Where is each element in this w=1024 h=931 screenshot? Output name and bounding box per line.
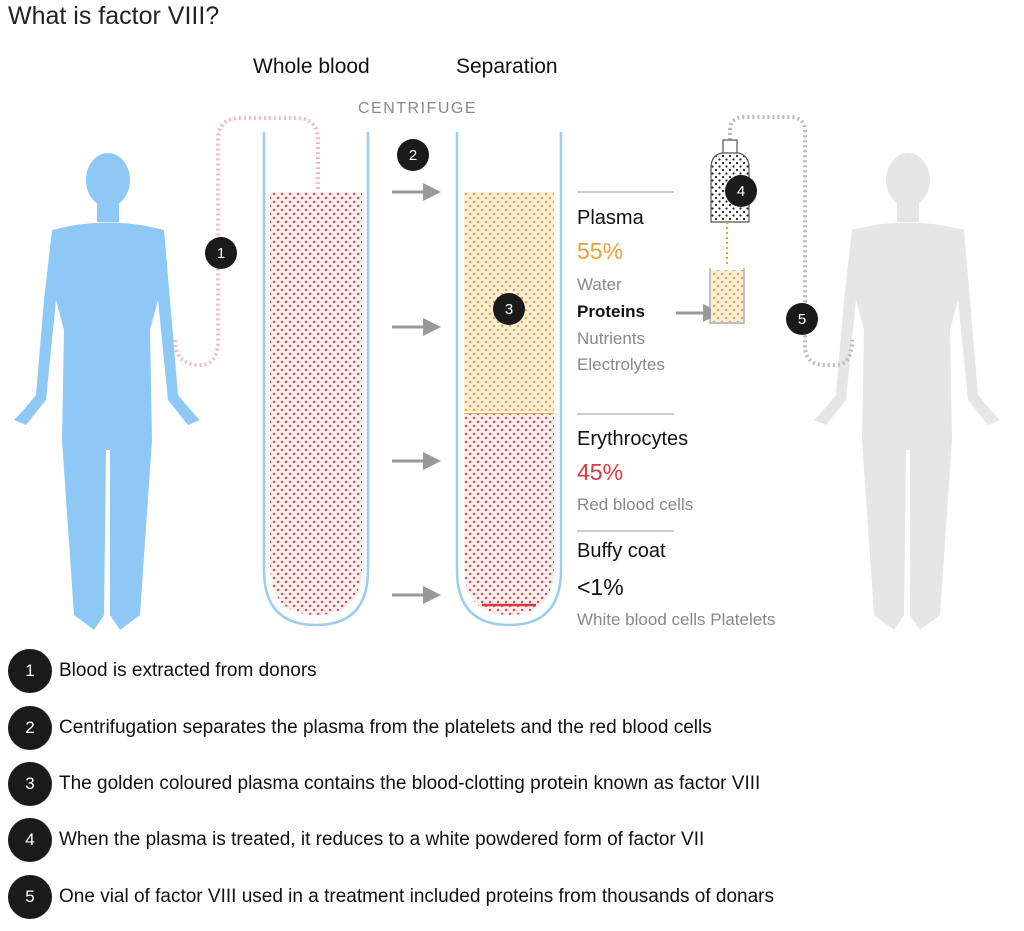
step-3: 3 The golden coloured plasma contains th…	[8, 762, 760, 806]
buffy-coat-percent: <1%	[577, 574, 624, 600]
badge-4: 4	[725, 175, 757, 207]
step-text: Blood is extracted from donors	[59, 660, 317, 681]
badge-5: 5	[786, 303, 818, 335]
step-text: One vial of factor VIII used in a treatm…	[59, 886, 775, 907]
svg-text:3: 3	[505, 301, 513, 318]
page-title: What is factor VIII?	[8, 2, 220, 30]
erythrocytes-percent: 45%	[577, 459, 624, 485]
erythrocytes-name: Erythrocytes	[577, 428, 689, 450]
badge-1: 1	[205, 237, 237, 269]
plasma-content-water: Water	[577, 275, 622, 294]
donor-extraction-tube	[173, 116, 320, 368]
buffy-coat-name: Buffy coat	[577, 540, 666, 562]
centrifuge-arrows	[392, 183, 441, 604]
step-number: 5	[8, 875, 52, 919]
erythrocytes-description: Red blood cells	[577, 495, 694, 514]
step-text: The golden coloured plasma contains the …	[59, 773, 761, 794]
separation-tube	[455, 132, 563, 627]
whole-blood-heading: Whole blood	[253, 55, 370, 78]
step-5: 5 One vial of factor VIII used in a trea…	[8, 875, 774, 919]
svg-text:1: 1	[217, 245, 225, 262]
plasma-percent: 55%	[577, 238, 624, 264]
whole-blood-tube	[262, 132, 370, 627]
step-2: 2 Centrifugation separates the plasma fr…	[8, 706, 712, 750]
plasma-content-electrolytes: Electrolytes	[577, 355, 665, 374]
plasma-content-proteins: Proteins	[577, 302, 646, 321]
diagram: 1 2 3 4 5	[14, 115, 1000, 630]
plasma-content-nutrients: Nutrients	[577, 329, 646, 348]
donor-silhouette	[14, 153, 200, 630]
step-number: 3	[8, 762, 52, 806]
centrifuge-label: CENTRIFUGE	[358, 100, 477, 117]
badge-2: 2	[397, 139, 429, 171]
plasma-vial	[709, 268, 745, 324]
buffy-coat-description: White blood cells Platelets	[577, 610, 776, 629]
step-text: When the plasma is treated, it reduces t…	[59, 829, 705, 850]
badge-3: 3	[493, 293, 525, 325]
step-number: 1	[8, 649, 52, 693]
label-dividers	[577, 191, 674, 532]
recipient-silhouette	[814, 153, 1000, 630]
plasma-name: Plasma	[577, 207, 644, 229]
svg-text:2: 2	[409, 147, 417, 164]
svg-text:5: 5	[798, 311, 806, 328]
recipient-infusion-tube	[728, 115, 854, 367]
step-number: 2	[8, 706, 52, 750]
step-4: 4 When the plasma is treated, it reduces…	[8, 818, 704, 862]
step-number: 4	[8, 818, 52, 862]
svg-text:4: 4	[737, 183, 745, 200]
step-1: 1 Blood is extracted from donors	[8, 649, 317, 693]
step-text: Centrifugation separates the plasma from…	[59, 717, 712, 738]
separation-heading: Separation	[456, 55, 558, 78]
